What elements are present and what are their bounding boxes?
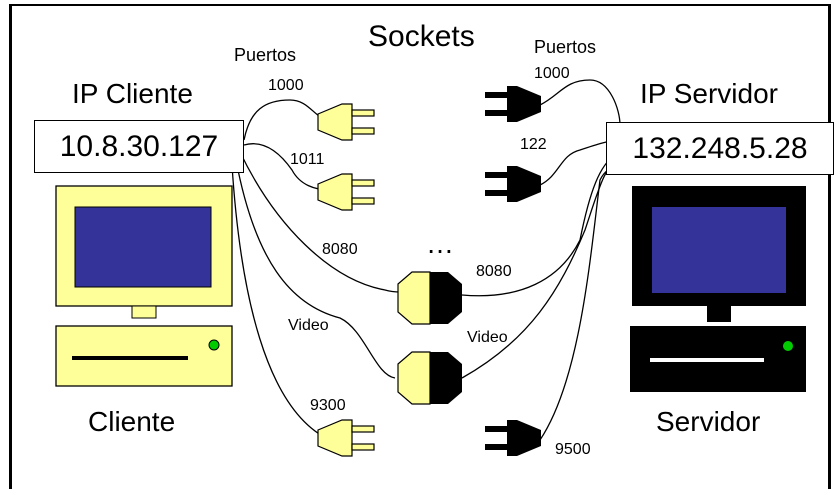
- port-label-server-9500: 9500: [555, 441, 591, 458]
- port-label-client-9300: 9300: [310, 397, 346, 414]
- client-computer: [55, 185, 233, 387]
- client-monitor-screen: [74, 206, 212, 288]
- ellipsis-label: …: [426, 228, 454, 259]
- server-monitor-screen: [652, 207, 786, 293]
- port-label-server-122: 122: [520, 136, 547, 153]
- wire-client-9300: [231, 164, 331, 441]
- frame-right-border: [828, 4, 831, 489]
- wire-server-9500: [539, 164, 621, 441]
- server-power-led: [783, 341, 793, 351]
- server-plug-122: [485, 166, 541, 202]
- client-plug-1000: [317, 103, 375, 141]
- wire-server-8080: [461, 154, 616, 297]
- client-ip-label: IP Cliente: [72, 78, 193, 109]
- port-label-client-1000: 1000: [268, 77, 304, 94]
- port-label-client-video: Video: [288, 317, 329, 334]
- server-name-label: Servidor: [656, 406, 761, 437]
- wire-client-1011: [243, 143, 331, 191]
- frame-top-border: [9, 4, 831, 6]
- server-disk-slot: [650, 358, 764, 362]
- client-power-led: [208, 339, 220, 351]
- wire-client-video: [235, 159, 396, 379]
- client-ports-label: Puertos: [234, 45, 297, 65]
- server-ip-address: 132.248.5.28: [632, 131, 808, 165]
- server-plug-9500: [485, 420, 541, 456]
- port-label-server-1000: 1000: [534, 65, 570, 82]
- connected-socket-video: [397, 351, 462, 405]
- diagram-title: Sockets: [368, 20, 475, 53]
- client-monitor-neck: [131, 305, 157, 319]
- client-plug-1011: [317, 173, 375, 211]
- frame-left-border: [9, 4, 12, 489]
- client-ip-box: 10.8.30.127: [34, 120, 244, 173]
- wire-server-1000: [539, 79, 621, 126]
- client-disk-slot: [72, 356, 188, 360]
- client-plug-9300: [317, 419, 375, 457]
- port-label-client-8080: 8080: [322, 241, 358, 258]
- client-ip-address: 10.8.30.127: [59, 129, 219, 163]
- server-computer: [630, 186, 806, 392]
- server-plug-1000: [485, 86, 541, 122]
- client-name-label: Cliente: [88, 406, 176, 437]
- port-label-server-video: Video: [467, 329, 508, 346]
- server-ports-label: Puertos: [534, 37, 597, 57]
- server-ip-label: IP Servidor: [640, 78, 778, 109]
- port-label-server-8080: 8080: [476, 263, 512, 280]
- server-monitor-neck: [707, 306, 731, 322]
- connected-socket-8080: [397, 271, 462, 325]
- wire-client-1000: [243, 99, 331, 141]
- port-label-client-1011: 1011: [290, 151, 325, 168]
- server-ip-box: 132.248.5.28: [606, 122, 834, 175]
- wire-client-8080: [239, 151, 401, 293]
